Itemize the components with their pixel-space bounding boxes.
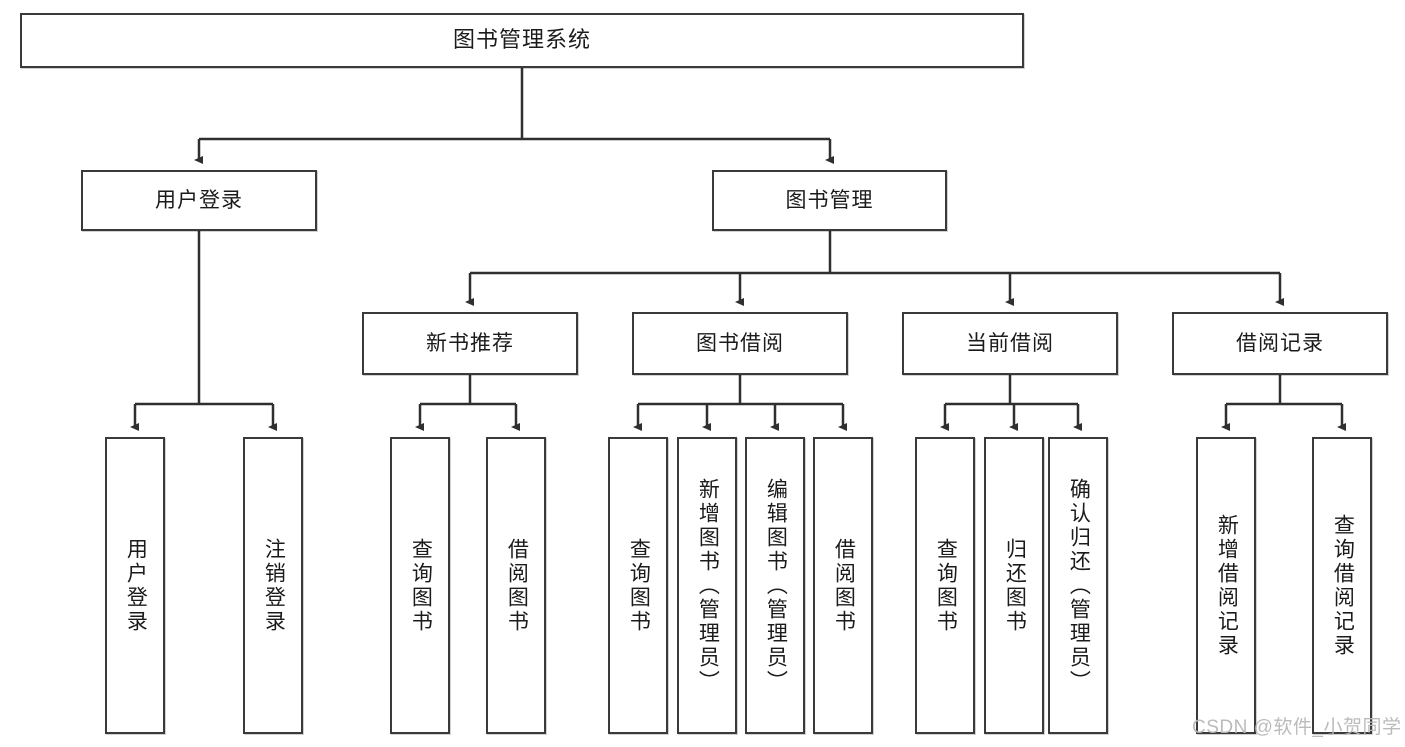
node-book-manage-label: 图书管理 [785, 188, 874, 212]
node-new-book-recommend[interactable]: 新书推荐 [362, 312, 578, 375]
node-leaf-query-book-cur[interactable]: 查询图书 [915, 437, 975, 734]
node-leaf-query-borrow-record-label: 查询借阅记录 [1331, 513, 1355, 658]
node-leaf-confirm-return[interactable]: 确认归还（管理员） [1048, 437, 1108, 734]
node-user-login[interactable]: 用户登录 [81, 170, 317, 231]
node-new-book-recommend-label: 新书推荐 [426, 331, 514, 355]
node-leaf-return-book-label: 归还图书 [1003, 537, 1027, 634]
node-leaf-query-borrow-record[interactable]: 查询借阅记录 [1312, 437, 1372, 734]
node-leaf-add-book[interactable]: 新增图书（管理员） [677, 437, 737, 734]
node-leaf-user-logout-label: 注销登录 [262, 537, 286, 634]
node-user-login-label: 用户登录 [155, 188, 243, 212]
node-current-borrow-label: 当前借阅 [966, 331, 1054, 355]
node-book-borrow-label: 图书借阅 [696, 331, 784, 355]
node-leaf-user-login-label: 用户登录 [124, 537, 148, 634]
node-root-label: 图书管理系统 [452, 27, 591, 53]
node-borrow-record-label: 借阅记录 [1236, 331, 1324, 355]
node-leaf-user-login[interactable]: 用户登录 [105, 437, 165, 734]
node-leaf-query-book-rec[interactable]: 查询图书 [390, 437, 450, 734]
node-borrow-record[interactable]: 借阅记录 [1172, 312, 1388, 375]
node-leaf-add-book-label: 新增图书（管理员） [696, 477, 720, 694]
node-leaf-query-book-cur-label: 查询图书 [934, 537, 958, 634]
node-leaf-add-borrow-record-label: 新增借阅记录 [1215, 513, 1239, 658]
node-leaf-borrow-book-label: 借阅图书 [832, 537, 856, 634]
node-leaf-user-logout[interactable]: 注销登录 [243, 437, 303, 734]
node-leaf-borrow-book-rec[interactable]: 借阅图书 [486, 437, 546, 734]
node-leaf-confirm-return-label: 确认归还（管理员） [1067, 477, 1091, 694]
node-leaf-edit-book[interactable]: 编辑图书（管理员） [745, 437, 805, 734]
node-book-manage[interactable]: 图书管理 [712, 170, 947, 231]
node-leaf-query-book-borrow[interactable]: 查询图书 [608, 437, 668, 734]
node-root[interactable]: 图书管理系统 [20, 13, 1024, 68]
node-book-borrow[interactable]: 图书借阅 [632, 312, 848, 375]
watermark: CSDN @软件_小贺同学 [1192, 717, 1402, 738]
node-leaf-borrow-book-rec-label: 借阅图书 [505, 537, 529, 634]
node-leaf-add-borrow-record[interactable]: 新增借阅记录 [1196, 437, 1256, 734]
node-leaf-query-book-borrow-label: 查询图书 [627, 537, 651, 634]
node-leaf-borrow-book[interactable]: 借阅图书 [813, 437, 873, 734]
node-leaf-query-book-rec-label: 查询图书 [409, 537, 433, 634]
node-leaf-return-book[interactable]: 归还图书 [984, 437, 1044, 734]
node-current-borrow[interactable]: 当前借阅 [902, 312, 1118, 375]
node-leaf-edit-book-label: 编辑图书（管理员） [764, 477, 788, 694]
